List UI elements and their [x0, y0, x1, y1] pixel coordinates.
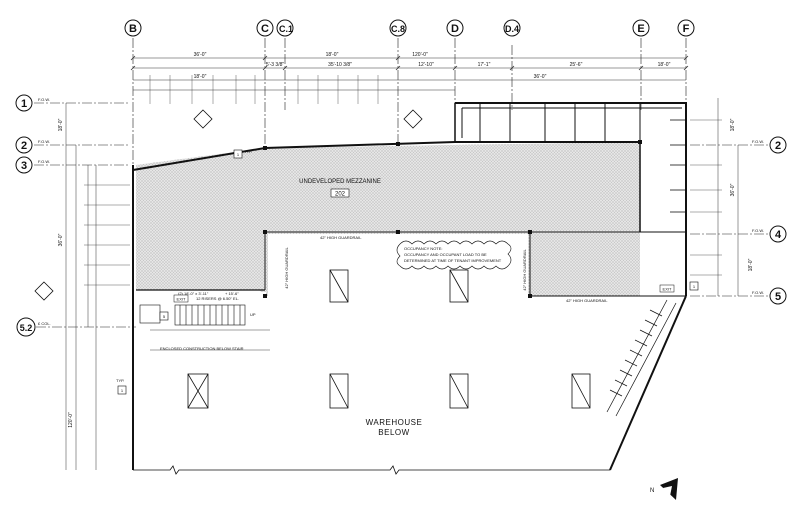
typ-label-left: TYP.	[116, 378, 124, 383]
north-label: N	[650, 488, 654, 494]
grid-label-2: 2	[21, 140, 27, 152]
dim-top-4: 18'-0"	[194, 74, 207, 80]
grid-label-E: E	[637, 23, 644, 35]
mezzanine-title-text: UNDEVELOPED MEZZANINE	[299, 179, 381, 185]
dim-top-1: 36'-0"	[194, 52, 207, 58]
dim-right-2: 36'-0"	[730, 183, 736, 196]
skylights	[187, 269, 591, 409]
occupancy-note-2: OCCUPANCY AND OCCUPANT LOAD TO BE	[404, 252, 487, 257]
grid-label-C1: C.1	[279, 24, 293, 34]
grid-label-B: B	[129, 23, 137, 35]
exit-sign-right	[659, 284, 675, 293]
top-right-rooms	[461, 103, 682, 142]
occupancy-note-3: DETERMINED AT TIME OF TENANT IMPROVEMENT	[404, 258, 502, 263]
up-label: UP	[250, 312, 256, 317]
mezzanine-fill-right	[530, 148, 640, 296]
section-markers	[34, 109, 423, 301]
fow-label-3: F.O.W.	[38, 159, 50, 164]
dim-top-6: 18'-0"	[658, 62, 671, 68]
guardrail-top-label: 42" HIGH GUARDRAIL	[320, 235, 362, 240]
warehouse-label-2: BELOW	[378, 428, 409, 437]
tag-1-top	[233, 149, 243, 159]
grid-label-2-right: 2	[775, 140, 781, 152]
tag-1-right-text: 1	[693, 284, 696, 289]
column-bubbles	[124, 19, 695, 37]
dim-right-3: 18'-0"	[748, 258, 754, 271]
open-to-below	[268, 234, 528, 470]
occupancy-note-1: OCCUPANCY NOTE:	[404, 246, 443, 251]
dim-sub-1: 5'-3 3/8"	[266, 62, 285, 68]
fow-label-r2: F.O.W.	[752, 139, 764, 144]
top-dimension-text: 36'-0" 18'-0" 120'-0" 5'-3 3/8" 35'-10 3…	[194, 52, 671, 80]
dim-sub-4: 17'-1"	[478, 62, 491, 68]
mezzanine-title: UNDEVELOPED MEZZANINE	[299, 179, 381, 185]
tag-1-top-text: 1	[237, 152, 240, 157]
dim-sub-2: 35'-10 3/8"	[328, 62, 352, 68]
dim-right-1: 18'-0"	[730, 118, 736, 131]
tag-1-left	[117, 385, 127, 395]
dim-left-3: 120'-0"	[68, 412, 74, 428]
typ-label-top: TYP.	[244, 149, 252, 154]
col-line-label: £ COL.	[38, 321, 51, 326]
warehouse-label-1: WAREHOUSE	[366, 418, 423, 427]
grid-label-3: 3	[21, 160, 27, 172]
dim-top-2: 18'-0"	[326, 52, 339, 58]
exit-label-right: EXIT	[663, 287, 672, 292]
stair-dims-note: (2) 18'-0" x 3'-11"	[178, 291, 209, 296]
grid-label-D: D	[451, 23, 459, 35]
grid-label-C: C	[261, 23, 269, 35]
right-wall-studs	[670, 119, 686, 213]
fow-label-1: F.O.W.	[38, 97, 50, 102]
tag-5	[159, 311, 169, 321]
break-line	[133, 465, 610, 475]
fow-label-r5: F.O.W.	[752, 290, 764, 295]
tag-5-text: 5	[163, 314, 166, 319]
mezzanine-fill-left	[136, 165, 265, 290]
grid-label-4-right: 4	[775, 229, 782, 241]
tag-1-right	[689, 281, 699, 291]
stair-risers-note: 12 RISERS @ 6.50" EL.	[196, 296, 239, 301]
stair-left	[139, 304, 270, 351]
dim-top-3: 120'-0"	[412, 52, 428, 58]
fow-label-2: F.O.W.	[38, 139, 50, 144]
walls	[132, 102, 687, 471]
room-number-box	[330, 188, 350, 198]
occupancy-note-cloud	[396, 240, 512, 270]
dim-sub-3: 12'-10"	[418, 62, 434, 68]
north-arrow	[660, 478, 678, 500]
grid-label-5-right: 5	[775, 291, 781, 303]
dim-sub-5: 25'-6"	[570, 62, 583, 68]
room-number: 202	[335, 192, 346, 198]
dim-left-1: 18'-0"	[58, 118, 64, 131]
grid-label-52: 5.2	[20, 323, 33, 333]
fow-label-r4: F.O.W.	[752, 228, 764, 233]
below-stair-note: ENCLOSED CONSTRUCTION BELOW STAIR	[160, 346, 244, 351]
stair-dims-note-2: + 15'-6"	[225, 291, 239, 296]
top-dimensions	[130, 55, 689, 104]
guardrail-right-label: 42" HIGH GUARDRAIL	[522, 249, 527, 291]
grid-label-C8: C.8	[391, 24, 405, 34]
right-dimensions	[690, 98, 739, 296]
guardrail-left-label: 42" HIGH GUARDRAIL	[284, 247, 289, 289]
guardrail-bottom-label: 42" HIGH GUARDRAIL	[566, 298, 608, 303]
grid-label-F: F	[683, 23, 690, 35]
dim-top-5: 36'-0"	[534, 74, 547, 80]
tag-1-left-text: 1	[121, 388, 124, 393]
dim-left-2: 36'-0"	[58, 233, 64, 246]
left-dimensions	[65, 103, 130, 470]
stair-right	[606, 299, 677, 417]
exit-sign-left	[173, 294, 189, 303]
grid-label-1: 1	[21, 98, 27, 110]
exit-label-left: EXIT	[177, 297, 186, 302]
columns	[263, 140, 642, 298]
row-bubbles	[15, 94, 787, 337]
grid-label-D4: D.4	[505, 24, 519, 34]
